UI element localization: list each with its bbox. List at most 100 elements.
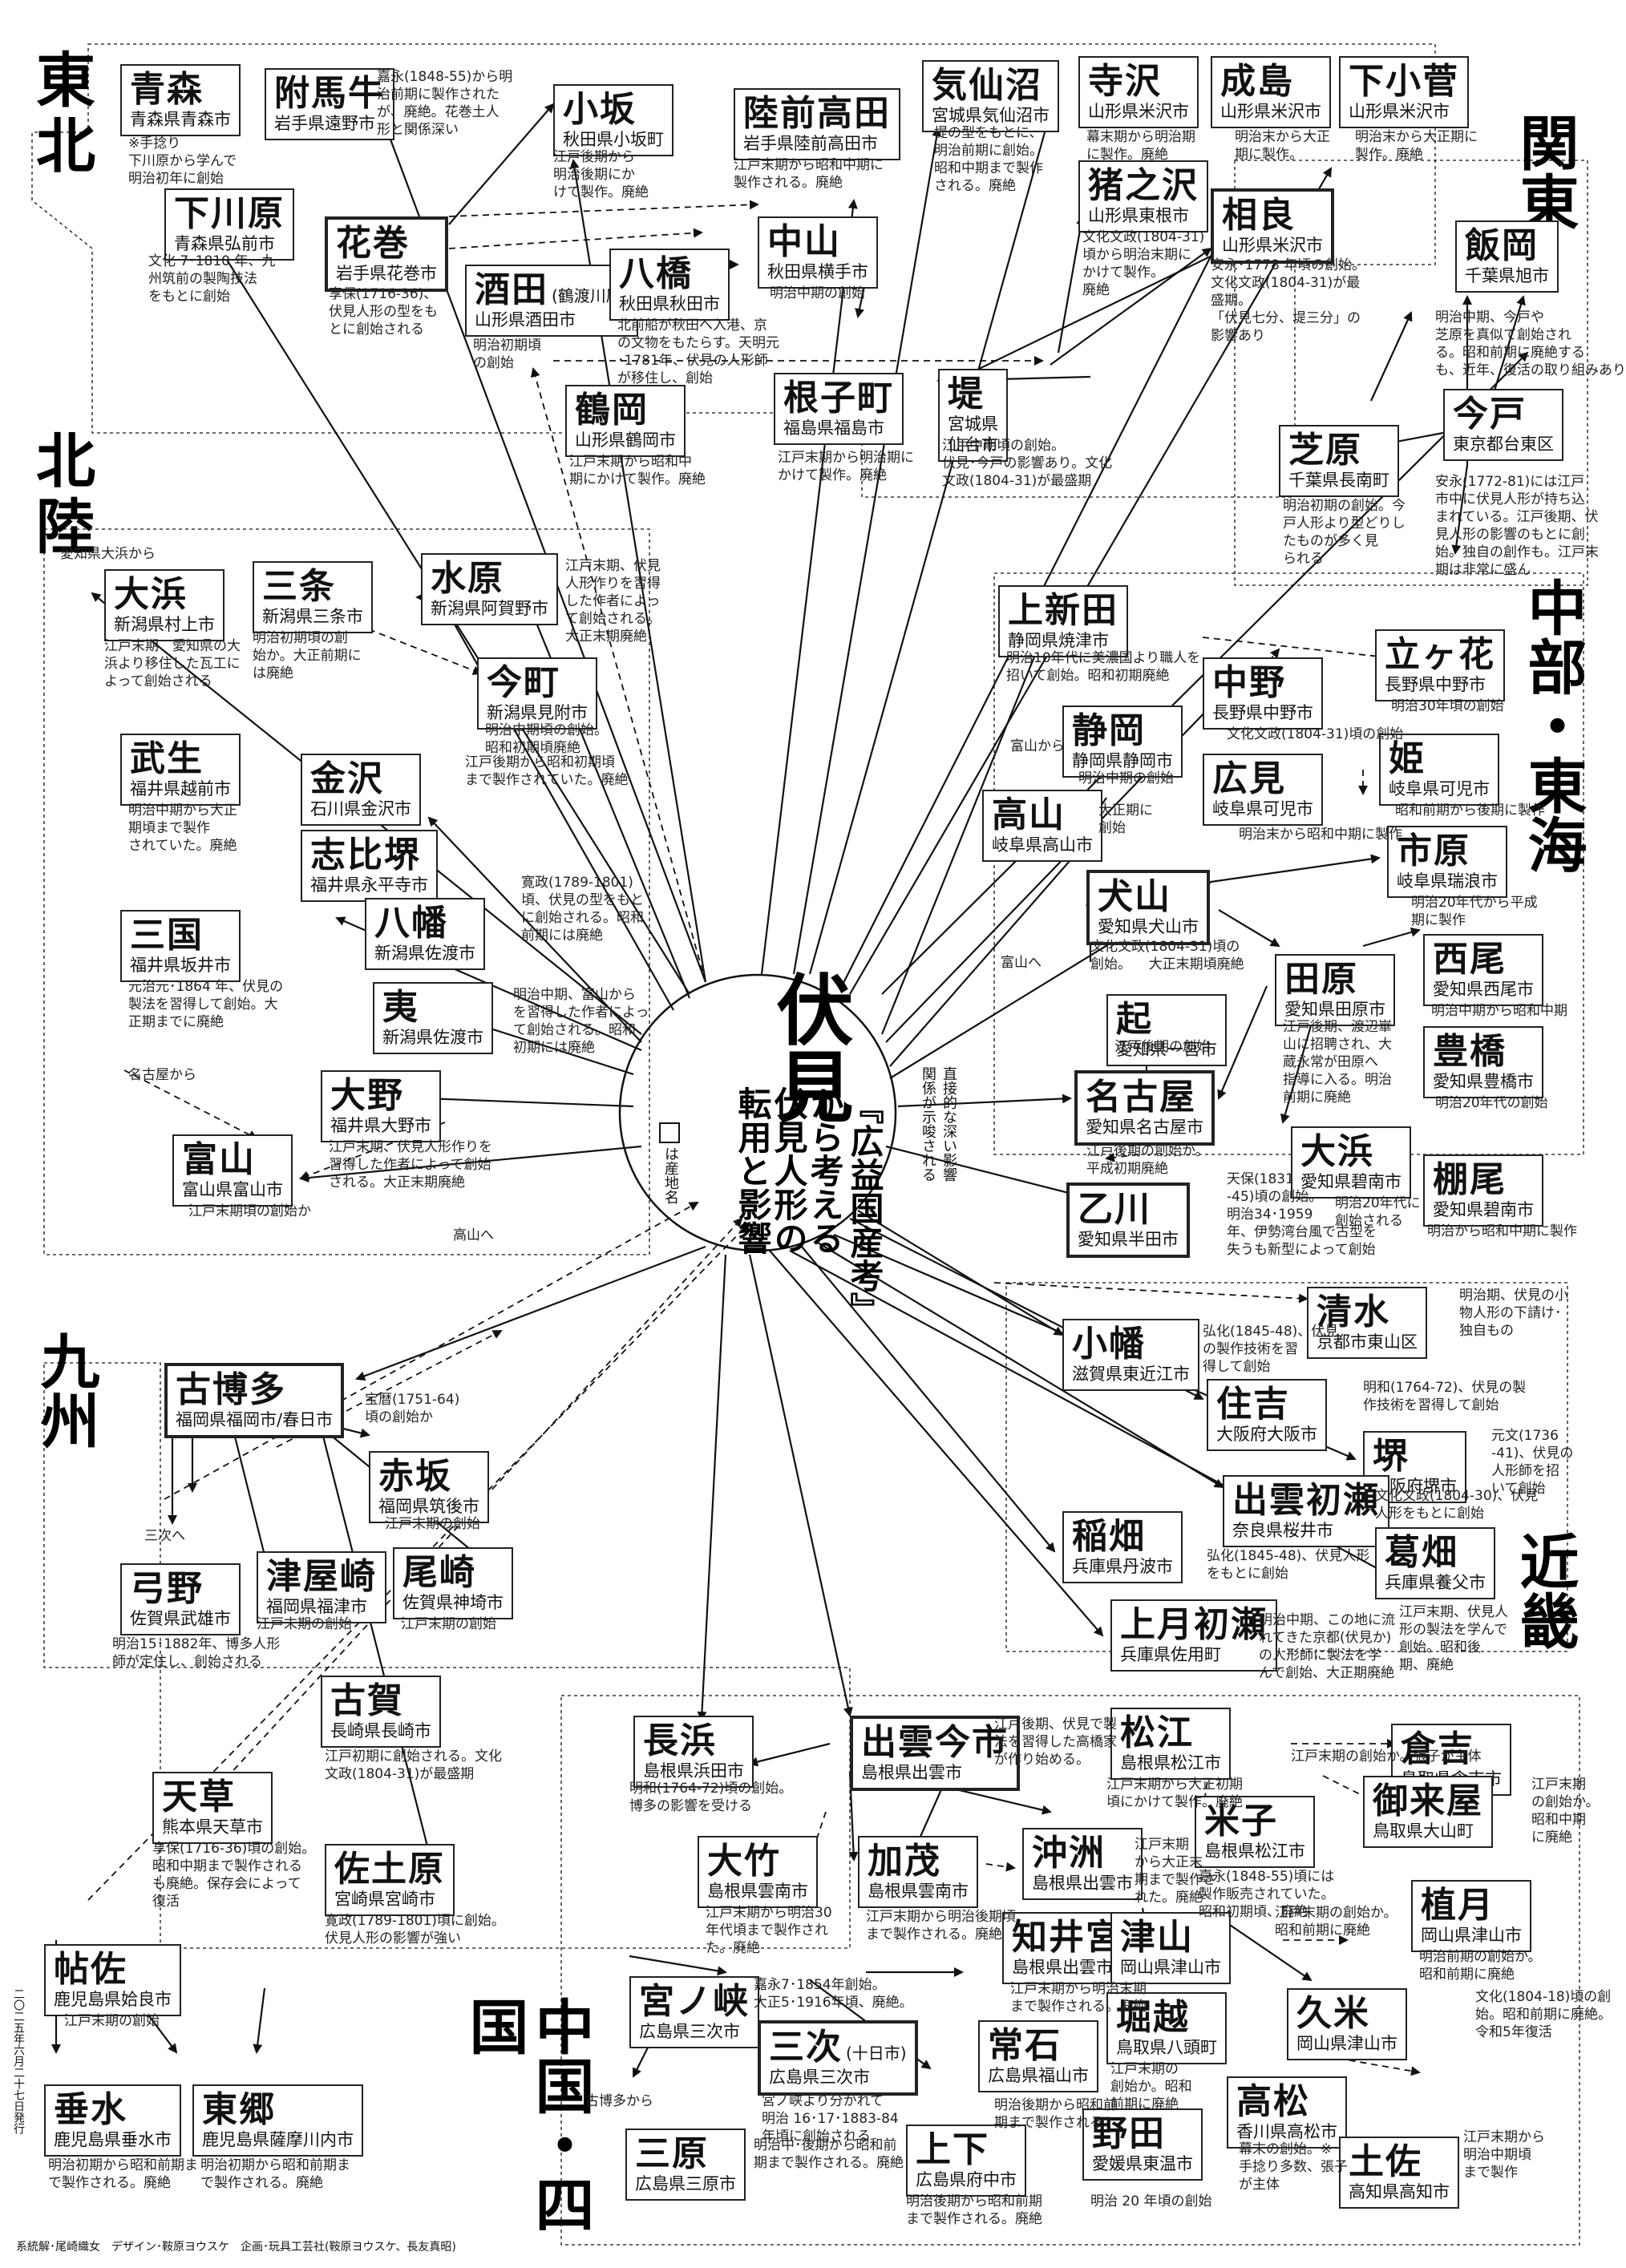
region-chubu: 中部・東海 [1518, 577, 1587, 874]
note-narushima: 明治末から大正 期に製作。 [1235, 129, 1330, 163]
node-place: 愛知県碧南市 [1300, 1172, 1402, 1191]
note-toyama-from: 富山から [1010, 738, 1065, 754]
node-place: 鳥取県八頭町 [1116, 2038, 1217, 2057]
note-inahata: 弘化(1845-48)、伏見人形 をもとに創始 [1207, 1548, 1370, 1582]
note-yumino: 明治15･1882年、博多人形 師が定住し、創始される [112, 1636, 281, 1670]
node-place: 広島県三次市 [769, 2068, 870, 2087]
note-ohama-n-from: 愛知県大浜から [60, 546, 156, 562]
node-name: 成島 [1220, 61, 1294, 102]
node-name: 帖佐 [54, 1949, 127, 1990]
note-akasaka: 江戸末期の創始 [385, 1516, 480, 1532]
node-name: 大浜 [114, 574, 188, 615]
note-hiromi: 明治末から昭和中期に製作 [1239, 827, 1402, 843]
node-place: 兵庫県丹波市 [1072, 1557, 1173, 1576]
node-name: 附馬牛 [274, 73, 385, 114]
region-frame-chubu [993, 572, 1584, 1155]
node-place: 島根県浜田市 [643, 1761, 744, 1781]
node-name: 知井宮 [1012, 1917, 1122, 1958]
center-title: 伏見 [763, 970, 854, 1124]
node-place: 島根県出雲市 [1012, 1958, 1113, 1977]
node-name: 富山 [182, 1139, 256, 1180]
node-name: 静岡 [1072, 710, 1146, 751]
node-name: 赤坂 [378, 1456, 452, 1497]
node-place: 青森県弘前市 [174, 234, 275, 253]
note-shimokosuge: 明治末から大正期に 製作。廃絶 [1355, 129, 1478, 163]
node-tsuyama: 津山岡山県津山市 [1110, 1912, 1231, 1984]
node-name: 陸前高田 [743, 93, 891, 134]
node-kuzuhata: 葛畑兵庫県養父市 [1375, 1527, 1495, 1599]
note-terasawa: 幕末期から明治期 に製作。廃絶 [1086, 129, 1195, 163]
note-sakata: 明治初期頃 の創始 [473, 338, 541, 371]
note-tahara: 江戸後期、渡辺崋 山に招聘され、大 蔵永常が田原へ 指導に入る。明治 前期に廃絶 [1283, 1019, 1393, 1106]
legend-direct: 直接的な深い影響 [940, 1066, 957, 1182]
node-place: 愛知県碧南市 [1433, 1200, 1534, 1219]
node-mihara: 三原広島県三原市 [625, 2129, 746, 2201]
node-ohama_n: 大浜新潟県村上市 [104, 569, 224, 641]
node-tachibana: 立ヶ花長野県中野市 [1375, 629, 1505, 701]
node-tanao: 棚尾愛知県碧南市 [1423, 1154, 1543, 1227]
node-sadowara: 佐土原宮崎県宮崎市 [325, 1844, 455, 1916]
region-kanto: 関東 [1510, 112, 1579, 231]
node-place: 鳥取県大山町 [1373, 1821, 1474, 1841]
node-place: 島根県雲南市 [868, 1882, 969, 1901]
node-inokozawa: 猪之沢山形県東根市 [1078, 160, 1208, 232]
node-name: 三国 [130, 915, 204, 956]
node-name: 根子町 [783, 378, 894, 418]
note-takayama: 大正期に 創始 [1098, 802, 1153, 836]
node-place: 福井県永平寺市 [310, 875, 428, 895]
node-narushima: 成島山形県米沢市 [1211, 56, 1331, 128]
note-takefu: 明治中期から大正 期頃まで製作 されていた。廃絶 [128, 802, 237, 854]
node-tosa: 土佐高知県高知市 [1339, 2137, 1459, 2209]
node-name: 気仙沼 [932, 65, 1042, 106]
node-place: 福島県福島市 [783, 418, 884, 438]
note-sakai: 元文(1736 -41)、伏見の 人形師を招 いて創始 [1491, 1428, 1574, 1497]
node-otogawa: 乙川愛知県半田市 [1066, 1183, 1190, 1258]
node-place: 岡山県津山市 [1120, 1958, 1221, 1977]
note-hime: 昭和前期から後期に製作 [1395, 802, 1545, 819]
note-izumo-imaichi: 江戸後期、伏見で製 法を習得した高橋家 が作り始める。 [994, 1716, 1117, 1768]
node-hiromi: 広見岐阜県可児市 [1203, 754, 1323, 826]
node-kume: 久米岡山県津山市 [1287, 1988, 1407, 2060]
node-name: 三原 [635, 2133, 709, 2174]
node-place: 兵庫県佐用町 [1120, 1645, 1221, 1664]
note-imado: 安永(1772-81)には江戸 市中に伏見人形が持ち込 まれている。江戸後期、伏… [1435, 474, 1599, 578]
note-tsutsumi: 江戸中期頃の創始。 伏見･今戸の影響あり。文化 文政(1804-31)が最盛期 [942, 438, 1113, 489]
note-obata: 弘化(1845-48)、伏見 の製作技術を習 得して創始 [1203, 1324, 1339, 1375]
node-name: 小幡 [1072, 1324, 1146, 1364]
node-place: 愛知県田原市 [1284, 1000, 1385, 1019]
note-mihara: 明治中･後期から昭和前 期まで製作される。廃絶 [754, 2137, 904, 2171]
node-name: 御来屋 [1373, 1781, 1483, 1821]
node-place: 新潟県見附市 [487, 703, 588, 722]
node-mikuni: 三国福井県坂井市 [120, 910, 241, 982]
node-place: 滋賀県東近江市 [1072, 1364, 1190, 1384]
region-frame-kyushu [43, 1362, 851, 1949]
note-miyoshi: 宮ノ峡より分かれて 明治 16･17･1883-84 年頃に創始される [762, 2093, 899, 2145]
node-shimokawara: 下川原青森県弘前市 [164, 188, 294, 261]
note-chosa: 江戸末期の創始 [64, 2013, 160, 2029]
note-tanao: 明治から昭和中期に製作 [1427, 1223, 1577, 1239]
node-place: 秋田県小坂町 [563, 130, 664, 149]
node-name: 葛畑 [1385, 1532, 1458, 1573]
node-place: 宮城県気仙沼市 [932, 106, 1050, 125]
node-matsue: 松江島根県松江市 [1110, 1708, 1231, 1780]
node-place: 福岡県福岡市/春日市 [176, 1410, 334, 1429]
note-aomori: ※手捻り 下川原から学んで 明治初年に創始 [128, 135, 237, 187]
node-name: 三次 [769, 2027, 843, 2068]
note-kuzuhata: 江戸末期、伏見人 形の製法を学んで 創始。昭和後 期、廃絶 [1399, 1604, 1508, 1673]
node-name: 鶴岡 [575, 390, 649, 431]
note-takayama-to: 富山へ [1001, 955, 1042, 971]
node-name: 棚尾 [1433, 1159, 1507, 1200]
node-terasawa: 寺沢山形県米沢市 [1078, 56, 1199, 128]
node-kosaka: 小坂秋田県小坂町 [553, 84, 673, 156]
node-inuyama: 犬山愛知県犬山市 [1086, 870, 1210, 945]
node-oki: 起愛知県一宮市 [1106, 994, 1227, 1066]
node-tsuneishi: 常石広島県福山市 [978, 2020, 1098, 2092]
node-name: 青森 [130, 69, 204, 110]
node-koga: 古賀長崎県長崎市 [321, 1676, 441, 1748]
node-place: 佐賀県武雄市 [130, 1609, 231, 1628]
node-inahata: 稲畑兵庫県丹波市 [1062, 1511, 1183, 1583]
node-ebisu: 夷新潟県佐渡市 [373, 982, 493, 1054]
note-miyoshi-to: 三次へ [144, 1528, 185, 1544]
node-name-row: 三次(十日市) [769, 2028, 907, 2067]
node-place: 山形県米沢市 [1222, 236, 1323, 255]
